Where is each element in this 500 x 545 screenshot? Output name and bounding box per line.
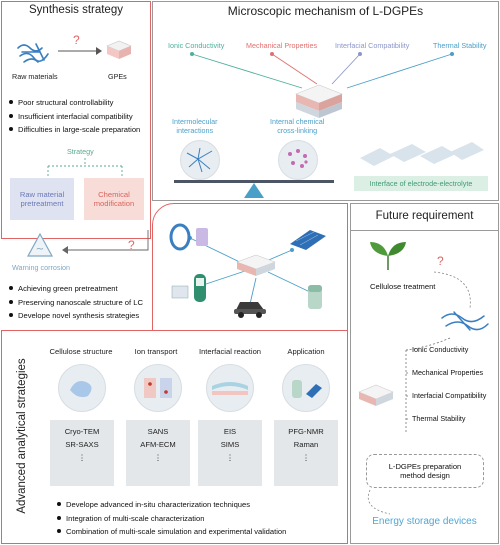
problem-item: Poor structural controllability [8, 98, 140, 107]
future-curve-arrow [433, 271, 471, 309]
goal-item: Achieving green pretreatment [8, 284, 143, 293]
tech-item: SIMS [220, 440, 240, 449]
column-title-interfacial: Interfacial reaction [198, 347, 262, 356]
battery-cell-icon [308, 285, 322, 309]
synthesis-title: Synthesis strategy [29, 4, 123, 16]
mechanism-panel [152, 1, 499, 201]
analytical-title: Advanced analytical strategies [16, 358, 28, 514]
future-panel [350, 203, 499, 544]
prop-thermal-stability: Thermal Stability [433, 41, 487, 50]
electrolyte-membrane-small [236, 254, 276, 276]
tech-item: Cryo-TEM [64, 427, 100, 436]
tech-more: ⋮ [154, 453, 162, 462]
electric-car-icon [234, 302, 266, 318]
tech-interfacial: EIS SIMS ⋮ [198, 420, 262, 486]
chemical-modification-box: Chemical modification [84, 178, 144, 220]
solar-panel-icon [290, 230, 326, 250]
future-membrane-icon [358, 384, 394, 406]
problem-item: Insufficient interfacial compatibility [8, 112, 140, 121]
tech-item: SR-SAXS [65, 440, 99, 449]
interfacial-reaction-icon [212, 382, 248, 395]
future-title-rule [350, 230, 499, 231]
leaves-icon [370, 242, 406, 270]
tech-more: ⋮ [302, 453, 310, 462]
requirement-item: Interfacial Compatibility [412, 391, 487, 400]
future-requirements-list: Ionic Conductivity Mechanical Properties… [412, 345, 486, 437]
goal-item: Develope novel synthesis strategies [8, 311, 143, 320]
column-title-application: Application [287, 347, 325, 356]
gpes-label: GPEs [108, 72, 127, 81]
tech-application: PFG-NMR Raman ⋮ [274, 420, 338, 486]
crosslinking-label: Internal chemical cross-linking [270, 117, 325, 135]
problem-item: Difficulties in large-scale preparation [8, 125, 140, 134]
interface-label: Interface of electrode-electrolyte [354, 176, 488, 191]
balance-seesaw [174, 180, 334, 198]
mechanism-title: Microscopic mechanism of L-DGPEs [227, 4, 424, 18]
charging-station-icon [171, 274, 206, 302]
requirement-item: Ionic Conductivity [412, 345, 469, 354]
analytical-item: Develope advanced in-situ characterizati… [56, 500, 286, 509]
warning-corrosion-icon: ~ [26, 232, 54, 257]
synthesis-goals: Achieving green pretreatment Preserving … [8, 284, 143, 325]
raw-materials-icon [17, 43, 49, 63]
strategy-label: Strategy [67, 147, 94, 156]
future-title: Future requirement [375, 210, 474, 222]
raw-pretreatment-box: Raw material pretreatment [10, 178, 74, 220]
requirement-item: Thermal Stability [412, 414, 466, 423]
strategy-branches [47, 158, 123, 178]
cellulose-structure-icon [70, 381, 92, 398]
process-arrow [58, 47, 102, 55]
synthesis-problems: Poor structural controllability Insuffic… [8, 98, 140, 139]
fiber-network-icon [441, 311, 489, 331]
tech-more: ⋮ [226, 453, 234, 462]
tech-item: PFG-NMR [288, 427, 324, 436]
tech-item: EIS [223, 427, 237, 436]
tech-item: SANS [147, 427, 169, 436]
crosslink-dots-icon [288, 149, 308, 168]
electrolyte-membrane-icon [295, 84, 343, 118]
question-mark: ? [73, 33, 80, 47]
tech-more: ⋮ [78, 453, 86, 462]
analytical-item: Integration of multi-scale characterizat… [56, 514, 286, 523]
question-mark-3: ? [437, 254, 444, 268]
gpe-membrane-icon [106, 40, 132, 59]
intermolecular-label: Intermolecular interactions [172, 117, 218, 135]
synthesis-panel [1, 1, 151, 239]
prop-ionic-conductivity: Ionic Conductivity [168, 41, 225, 50]
intermolecular-circle [180, 140, 220, 180]
question-mark-2: ? [128, 238, 135, 252]
tech-item: AFM-ECM [140, 440, 176, 449]
interface-image [360, 142, 484, 166]
property-connectors [190, 52, 454, 89]
warning-label: Warning corrosion [12, 263, 71, 272]
application-icon [292, 380, 322, 398]
column-title-ion: Ion transport [134, 347, 178, 356]
ion-transport-circle [134, 364, 182, 412]
prop-mechanical-properties: Mechanical Properties [246, 41, 318, 50]
crosslinking-circle [278, 140, 318, 180]
raw-materials-label: Raw materials [12, 72, 58, 81]
tech-item: Raman [293, 440, 319, 449]
tech-ion: SANS AFM-ECM ⋮ [126, 420, 190, 486]
ion-transport-icon [144, 378, 172, 398]
energy-storage-label: Energy storage devices [372, 516, 477, 527]
analytical-item: Combination of multi-scale simulation an… [56, 527, 286, 536]
battery-ring-icon [169, 223, 208, 251]
cellulose-treatment-label: Cellulose treatment [370, 282, 436, 291]
design-box: L-DGPEs preparation method design [366, 454, 484, 488]
column-title-cellulose: Cellulose structure [49, 347, 113, 356]
future-branch-lines [405, 337, 451, 432]
analytical-goals: Develope advanced in-situ characterizati… [56, 500, 286, 541]
return-arrow [62, 230, 149, 254]
goal-item: Preserving nanoscale structure of LC [8, 298, 143, 307]
svg-text:~: ~ [36, 244, 44, 255]
requirement-item: Mechanical Properties [412, 368, 484, 377]
prop-interfacial-compatibility: Interfacial Compatibility [335, 41, 410, 50]
network-icon [186, 147, 213, 173]
design-arrow [367, 489, 391, 515]
tech-cellulose: Cryo-TEM SR-SAXS ⋮ [50, 420, 114, 486]
analytical-panel [1, 330, 348, 544]
